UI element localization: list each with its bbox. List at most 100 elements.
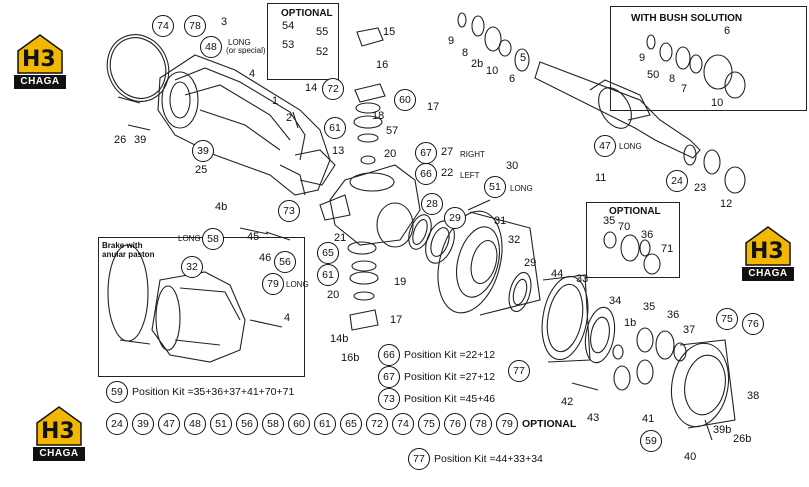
part-3: 3 <box>221 16 228 28</box>
part-55: 55 <box>316 26 329 38</box>
opt-56: 56 <box>236 413 258 435</box>
part-71: 71 <box>661 243 674 255</box>
kit-59-circle: 59 <box>106 381 128 403</box>
wheel-hub <box>437 210 503 314</box>
part-34: 34 <box>609 295 622 307</box>
label-long-58: LONG <box>178 234 201 243</box>
kit-66-circle: 66 <box>378 344 400 366</box>
part-7: 7 <box>681 83 688 95</box>
opt-47: 47 <box>158 413 180 435</box>
part-14-lower: 14b <box>330 333 349 345</box>
opt-39: 39 <box>132 413 154 435</box>
part-31: 31 <box>494 215 507 227</box>
callout-67: 67 <box>415 142 437 164</box>
logo-house-icon <box>36 406 82 446</box>
opt-78: 78 <box>470 413 492 435</box>
kit-77-text: Position Kit =44+33+34 <box>434 452 543 465</box>
callout-73: 73 <box>278 200 300 222</box>
callout-60: 60 <box>394 89 416 111</box>
callout-39: 39 <box>192 140 214 162</box>
callout-51: 51 <box>484 176 506 198</box>
part-49: 1b <box>624 317 637 329</box>
optional-top-box: OPTIONAL 54 55 53 52 <box>267 3 339 80</box>
part-15: 15 <box>383 26 396 38</box>
steering-knuckle <box>329 164 421 246</box>
kit-77-circle: 77 <box>408 448 430 470</box>
part-17: 17 <box>427 101 440 113</box>
opt-24: 24 <box>106 413 128 435</box>
logo-word: CHAGA <box>33 447 85 461</box>
brake-title-line2: anular paston <box>102 250 155 259</box>
label-or-special: (or special) <box>226 46 266 55</box>
callout-32: 32 <box>181 256 203 278</box>
logo-word: CHAGA <box>14 75 66 89</box>
part-11: 11 <box>595 172 607 184</box>
part-22: 22 <box>441 167 454 179</box>
logo-bottom-left: H3 CHAGA <box>33 405 85 463</box>
part-17-lower: 17 <box>390 314 403 326</box>
callout-66: 66 <box>415 163 437 185</box>
part-53: 53 <box>282 39 295 51</box>
logo-letters: H3 <box>750 239 784 264</box>
part-35: 35 <box>603 215 616 227</box>
part-9: 9 <box>448 35 455 47</box>
part-32: 32 <box>508 234 521 246</box>
kit-73-text: Position Kit =45+46 <box>404 392 496 405</box>
label-long-79: LONG <box>286 280 309 289</box>
part-44: 44 <box>551 268 564 280</box>
part-1-lower: 4b <box>215 201 228 213</box>
kit-67-circle: 67 <box>378 366 400 388</box>
part-42: 42 <box>561 396 574 408</box>
callout-29: 29 <box>444 207 466 229</box>
label-left: LEFT <box>460 171 480 180</box>
part-6: 6 <box>509 73 516 85</box>
callout-48: 48 <box>200 36 222 58</box>
part-38: 38 <box>747 390 760 402</box>
part-18: 18 <box>372 110 385 122</box>
callout-59: 59 <box>640 430 662 452</box>
part-8: 8 <box>462 47 469 59</box>
callout-65: 65 <box>317 242 339 264</box>
part-25: 25 <box>195 164 208 176</box>
part-43: 43 <box>587 412 600 424</box>
kit-77: 77 Position Kit =44+33+34 <box>408 448 543 470</box>
callout-74: 74 <box>152 15 174 37</box>
logo-word: CHAGA <box>742 267 794 281</box>
callout-24: 24 <box>666 170 688 192</box>
part-52: 52 <box>316 46 329 58</box>
part-21: 21 <box>334 232 347 244</box>
logo-top-left: H3 CHAGA <box>14 33 66 91</box>
opt-60: 60 <box>288 413 310 435</box>
opt-76: 76 <box>444 413 466 435</box>
callout-61: 61 <box>324 117 346 139</box>
optional-top-title: OPTIONAL <box>281 8 333 19</box>
kit-67-text: Position Kit =27+12 <box>404 370 496 383</box>
opt-72: 72 <box>366 413 388 435</box>
part-6: 6 <box>724 25 731 37</box>
part-45: 45 <box>247 231 260 243</box>
opt-75: 75 <box>418 413 440 435</box>
part-20: 20 <box>384 148 397 160</box>
opt-48: 48 <box>184 413 206 435</box>
logo-house-icon <box>745 226 791 266</box>
opt-65: 65 <box>340 413 362 435</box>
part-46: 46 <box>259 252 272 264</box>
bush-solution-box: WITH BUSH SOLUTION 9 6 50 8 7 10 <box>610 6 807 111</box>
part-30: 30 <box>506 160 519 172</box>
part-40: 40 <box>684 451 697 463</box>
optional-row: 24 39 47 48 51 56 58 60 61 65 72 74 75 7… <box>106 413 576 437</box>
label-long-51: LONG <box>510 184 533 193</box>
part-5: 5 <box>520 52 527 64</box>
part-2: 2 <box>286 112 293 124</box>
part-8: 8 <box>669 73 676 85</box>
axle-housing <box>157 54 331 196</box>
part-7: 2b <box>471 58 484 70</box>
part-4: 4 <box>249 68 256 80</box>
part-19: 19 <box>394 276 407 288</box>
part-10: 10 <box>711 97 724 109</box>
callout-28: 28 <box>421 193 443 215</box>
kit-66-text: Position Kit =22+12 <box>404 348 496 361</box>
optional-planet-title: OPTIONAL <box>609 206 661 217</box>
opt-51: 51 <box>210 413 232 435</box>
